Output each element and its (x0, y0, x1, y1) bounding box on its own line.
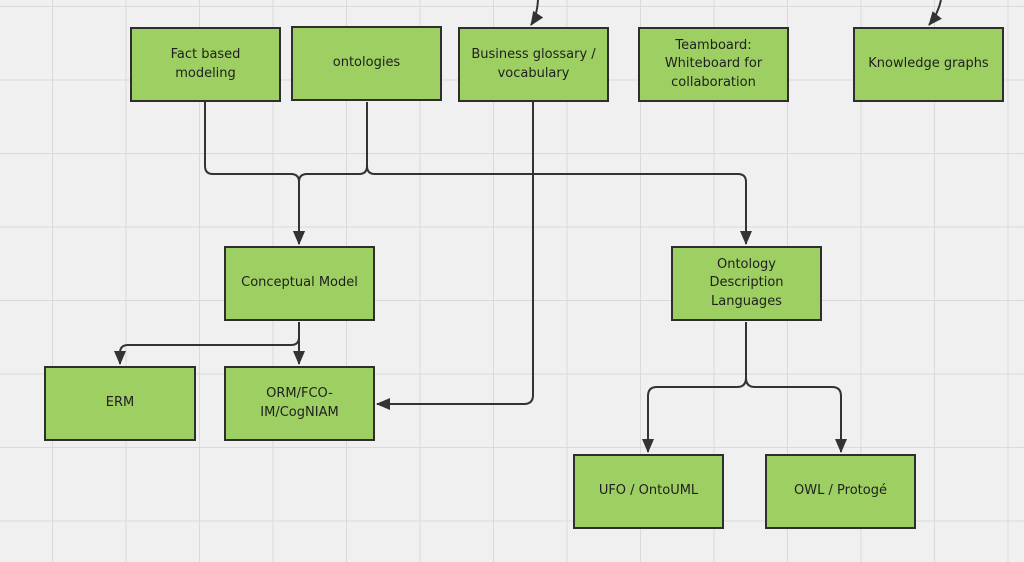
node-business-glossary[interactable]: Business glossary / vocabulary (458, 27, 609, 102)
connector-conceptual-model-to-erm (114, 322, 300, 365)
node-label: Fact based modeling (170, 47, 241, 81)
node-label: ORM/FCO-IM/CogNIAM (260, 386, 339, 420)
node-label: UFO / OntoUML (598, 483, 699, 499)
node-label: Teamboard: Whiteboard for collaboration (664, 37, 763, 90)
node-ontology-description-languages[interactable]: Ontology Description Languages (671, 246, 822, 321)
node-conceptual-model[interactable]: Conceptual Model (224, 246, 375, 321)
node-label: Conceptual Model (241, 275, 358, 291)
node-erm[interactable]: ERM (44, 366, 196, 441)
node-label: OWL / Protogé (794, 483, 887, 499)
node-label: ontologies (332, 55, 401, 71)
connector-business-glossary-to-orm-fco-im-cogniam (376, 102, 534, 410)
connector-offscreen-above-to-business-glossary (530, 0, 544, 26)
node-knowledge-graphs[interactable]: Knowledge graphs (853, 27, 1004, 102)
connector-ontologies-to-ontology-description-languages (366, 102, 752, 245)
node-ufo-ontouml[interactable]: UFO / OntoUML (573, 454, 724, 529)
node-fact-based-modeling[interactable]: Fact based modeling (130, 27, 281, 102)
connector-fact-based-modeling-to-conceptual-model (204, 102, 305, 245)
node-owl-protoge[interactable]: OWL / Protogé (765, 454, 916, 529)
connector-ontology-description-languages-to-owl-protoge (745, 322, 847, 453)
connector-offscreen-above-to-knowledge-graphs (928, 0, 942, 26)
node-ontologies[interactable]: ontologies (291, 26, 442, 101)
node-label: Knowledge graphs (868, 56, 989, 72)
connector-ontologies-to-conceptual-model (293, 102, 368, 245)
node-label: ERM (105, 395, 135, 411)
node-teamboard[interactable]: Teamboard: Whiteboard for collaboration (638, 27, 789, 102)
node-label: Business glossary / vocabulary (471, 47, 596, 81)
node-label: Ontology Description Languages (709, 256, 784, 309)
connector-ontology-description-languages-to-ufo-ontouml (642, 322, 747, 453)
node-orm-fco-im-cogniam[interactable]: ORM/FCO-IM/CogNIAM (224, 366, 375, 441)
